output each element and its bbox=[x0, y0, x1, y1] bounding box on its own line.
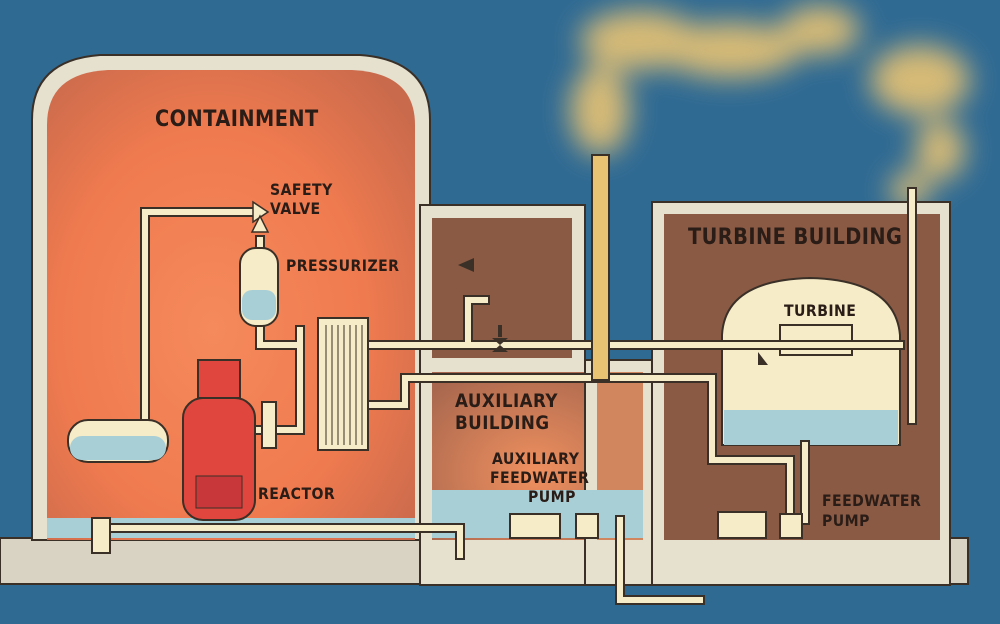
reactor-label: REACTOR bbox=[258, 484, 336, 503]
aux-feedwater-label-3: PUMP bbox=[528, 487, 576, 506]
pressurizer-arrow bbox=[250, 214, 270, 233]
auxiliary-building-label-2: BUILDING bbox=[455, 412, 550, 434]
quench-tank bbox=[67, 419, 169, 463]
feedwater-pump-label-2: PUMP bbox=[822, 511, 870, 530]
steam-generator bbox=[317, 317, 369, 451]
containment-label: CONTAINMENT bbox=[155, 107, 319, 132]
feedwater-pump-icon bbox=[717, 511, 767, 539]
pressurizer-vessel bbox=[239, 247, 279, 327]
feedwater-pump-label-1: FEEDWATER bbox=[822, 491, 922, 510]
reactor-vessel bbox=[182, 359, 277, 521]
turbine-building-label: TURBINE BUILDING bbox=[688, 225, 903, 250]
aux-feedwater-label-1: AUXILIARY bbox=[492, 449, 580, 468]
safety-valve-label-2: VALVE bbox=[270, 199, 321, 218]
valve-icon bbox=[458, 258, 768, 365]
aux-feedwater-label-2: FEEDWATER bbox=[490, 468, 590, 487]
pressurizer-label: PRESSURIZER bbox=[286, 256, 400, 275]
auxiliary-feedwater-pump-icon bbox=[509, 513, 561, 539]
sump-block bbox=[91, 517, 111, 554]
turbine-label: TURBINE bbox=[784, 301, 857, 320]
steam-plume bbox=[570, 5, 970, 208]
vent-stack bbox=[591, 154, 610, 381]
safety-valve-label-1: SAFETY bbox=[270, 180, 333, 199]
auxiliary-building-label-1: AUXILIARY bbox=[455, 390, 558, 412]
